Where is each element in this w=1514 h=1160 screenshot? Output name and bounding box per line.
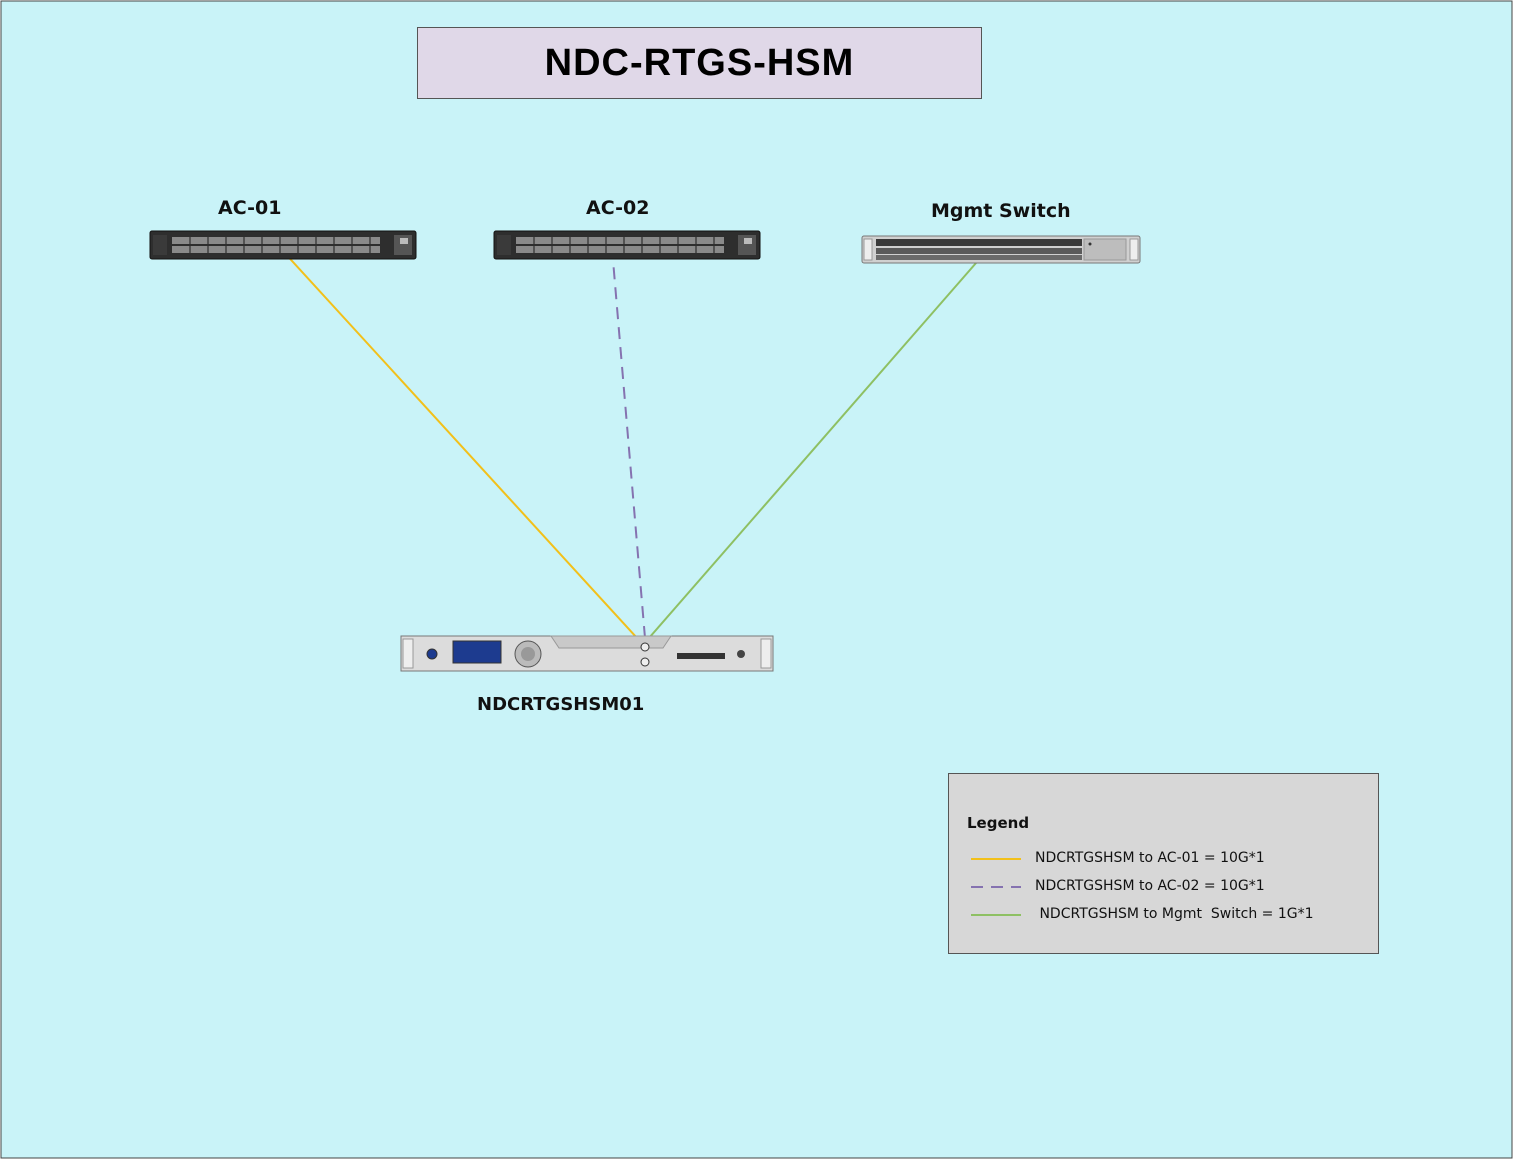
link-hsm-ac02 <box>612 259 646 639</box>
legend-title: Legend <box>967 814 1030 832</box>
legend-swatch-yellow-solid <box>971 858 1021 860</box>
diagram-title-box: NDC-RTGS-HSM <box>417 27 982 99</box>
hsm-label: NDCRTGSHSM01 <box>477 694 645 715</box>
diagram-title: NDC-RTGS-HSM <box>544 41 855 84</box>
mgmt-switch-label: Mgmt Switch <box>931 200 1071 222</box>
legend-box: Legend NDCRTGSHSM to AC-01 = 10G*1 NDCRT… <box>948 773 1379 954</box>
mgmt-switch-icon <box>861 235 1141 264</box>
legend-item: NDCRTGSHSM to AC-02 = 10G*1 <box>969 877 1369 897</box>
ac01-switch-icon <box>149 230 417 260</box>
ac01-label: AC-01 <box>218 197 282 219</box>
legend-item: NDCRTGSHSM to Mgmt Switch = 1G*1 <box>969 905 1369 925</box>
ac02-label: AC-02 <box>586 197 650 219</box>
legend-swatch-green-solid <box>971 914 1021 916</box>
legend-item-text: NDCRTGSHSM to AC-02 = 10G*1 <box>1035 878 1265 894</box>
legend-swatch-purple-dashed <box>971 886 1021 888</box>
legend-item-text: NDCRTGSHSM to Mgmt Switch = 1G*1 <box>1035 906 1314 922</box>
link-hsm-mgmt <box>648 254 984 639</box>
legend-item-text: NDCRTGSHSM to AC-01 = 10G*1 <box>1035 850 1265 866</box>
link-hsm-ac01 <box>281 249 638 639</box>
ac02-switch-icon <box>493 230 761 260</box>
legend-item: NDCRTGSHSM to AC-01 = 10G*1 <box>969 849 1369 869</box>
hsm-appliance-icon <box>400 635 774 672</box>
